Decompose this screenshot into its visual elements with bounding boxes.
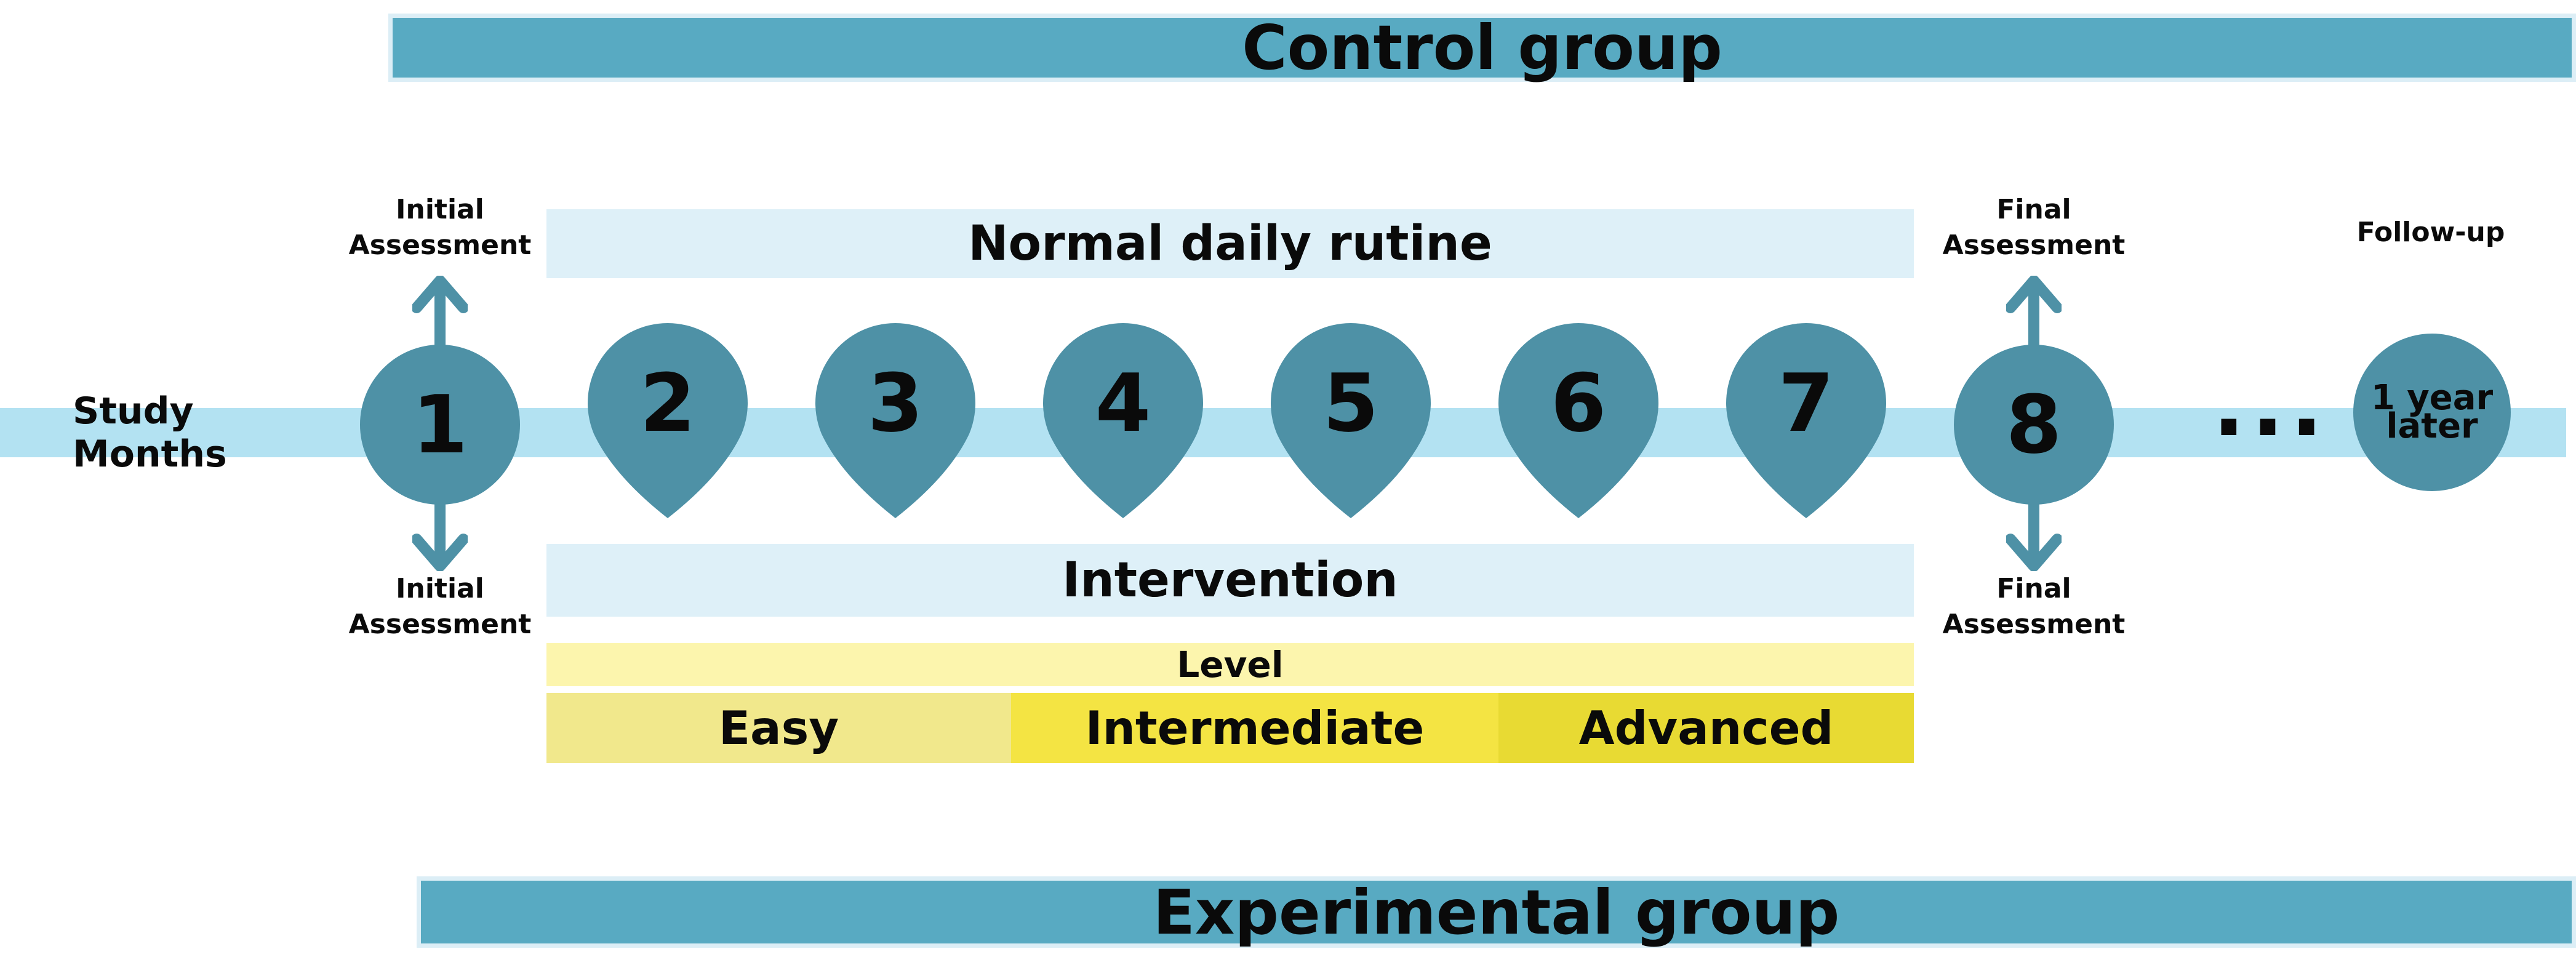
month-number: 1 <box>412 378 468 471</box>
control-group-label: Control group <box>1242 12 1722 84</box>
pin-icon <box>1271 323 1431 518</box>
month-node-4: 4 <box>1043 323 1203 518</box>
follow-up-label: Follow-up <box>2356 217 2505 248</box>
level-segment-easy: Easy <box>546 693 1011 763</box>
normal-routine-label: Normal daily rutine <box>968 216 1492 271</box>
timeline-ellipsis: ... <box>2212 356 2329 456</box>
month-number: 7 <box>1778 356 1834 450</box>
initial-assessment-label-top: Initial Assessment <box>348 194 532 261</box>
level-segments-row: Easy Intermediate Advanced <box>546 693 1914 763</box>
one-year-later-node: 1 year later <box>2353 334 2511 491</box>
month-number: 4 <box>1095 356 1151 450</box>
month-node-6: 6 <box>1498 323 1658 518</box>
month-node-7: 7 <box>1726 323 1886 518</box>
month-node-1: 1 <box>360 345 520 505</box>
month-node-2: 2 <box>588 323 748 518</box>
month-number: 8 <box>2006 378 2062 471</box>
level-segment-advanced: Advanced <box>1498 693 1914 763</box>
level-segment-intermediate: Intermediate <box>1011 693 1498 763</box>
normal-routine-band: Normal daily rutine <box>546 209 1914 278</box>
month-node-3: 3 <box>815 323 975 518</box>
month-node-8: 8 <box>1954 345 2114 505</box>
month-number: 3 <box>867 356 924 450</box>
final-assessment-label-bottom: Final Assessment <box>1942 573 2126 640</box>
month-number: 6 <box>1550 356 1607 450</box>
final-assessment-label-top: Final Assessment <box>1942 194 2126 261</box>
pin-icon <box>1498 323 1658 518</box>
experimental-group-bar: Experimental group <box>417 876 2576 948</box>
level-label: Level <box>1177 644 1284 686</box>
pin-icon <box>588 323 748 518</box>
month-number: 5 <box>1322 356 1379 450</box>
study-months-label: Study Months <box>73 390 227 476</box>
control-group-bar: Control group <box>388 12 2576 84</box>
experimental-group-label: Experimental group <box>1153 876 1840 948</box>
pin-icon <box>1726 323 1886 518</box>
intervention-label: Intervention <box>1062 553 1398 608</box>
month-node-5: 5 <box>1271 323 1431 518</box>
initial-assessment-label-bottom: Initial Assessment <box>348 573 532 640</box>
intervention-band: Intervention <box>546 544 1914 617</box>
level-band: Level <box>546 643 1914 686</box>
pin-icon <box>815 323 975 518</box>
pin-icon <box>1043 323 1203 518</box>
month-number: 2 <box>639 356 696 450</box>
